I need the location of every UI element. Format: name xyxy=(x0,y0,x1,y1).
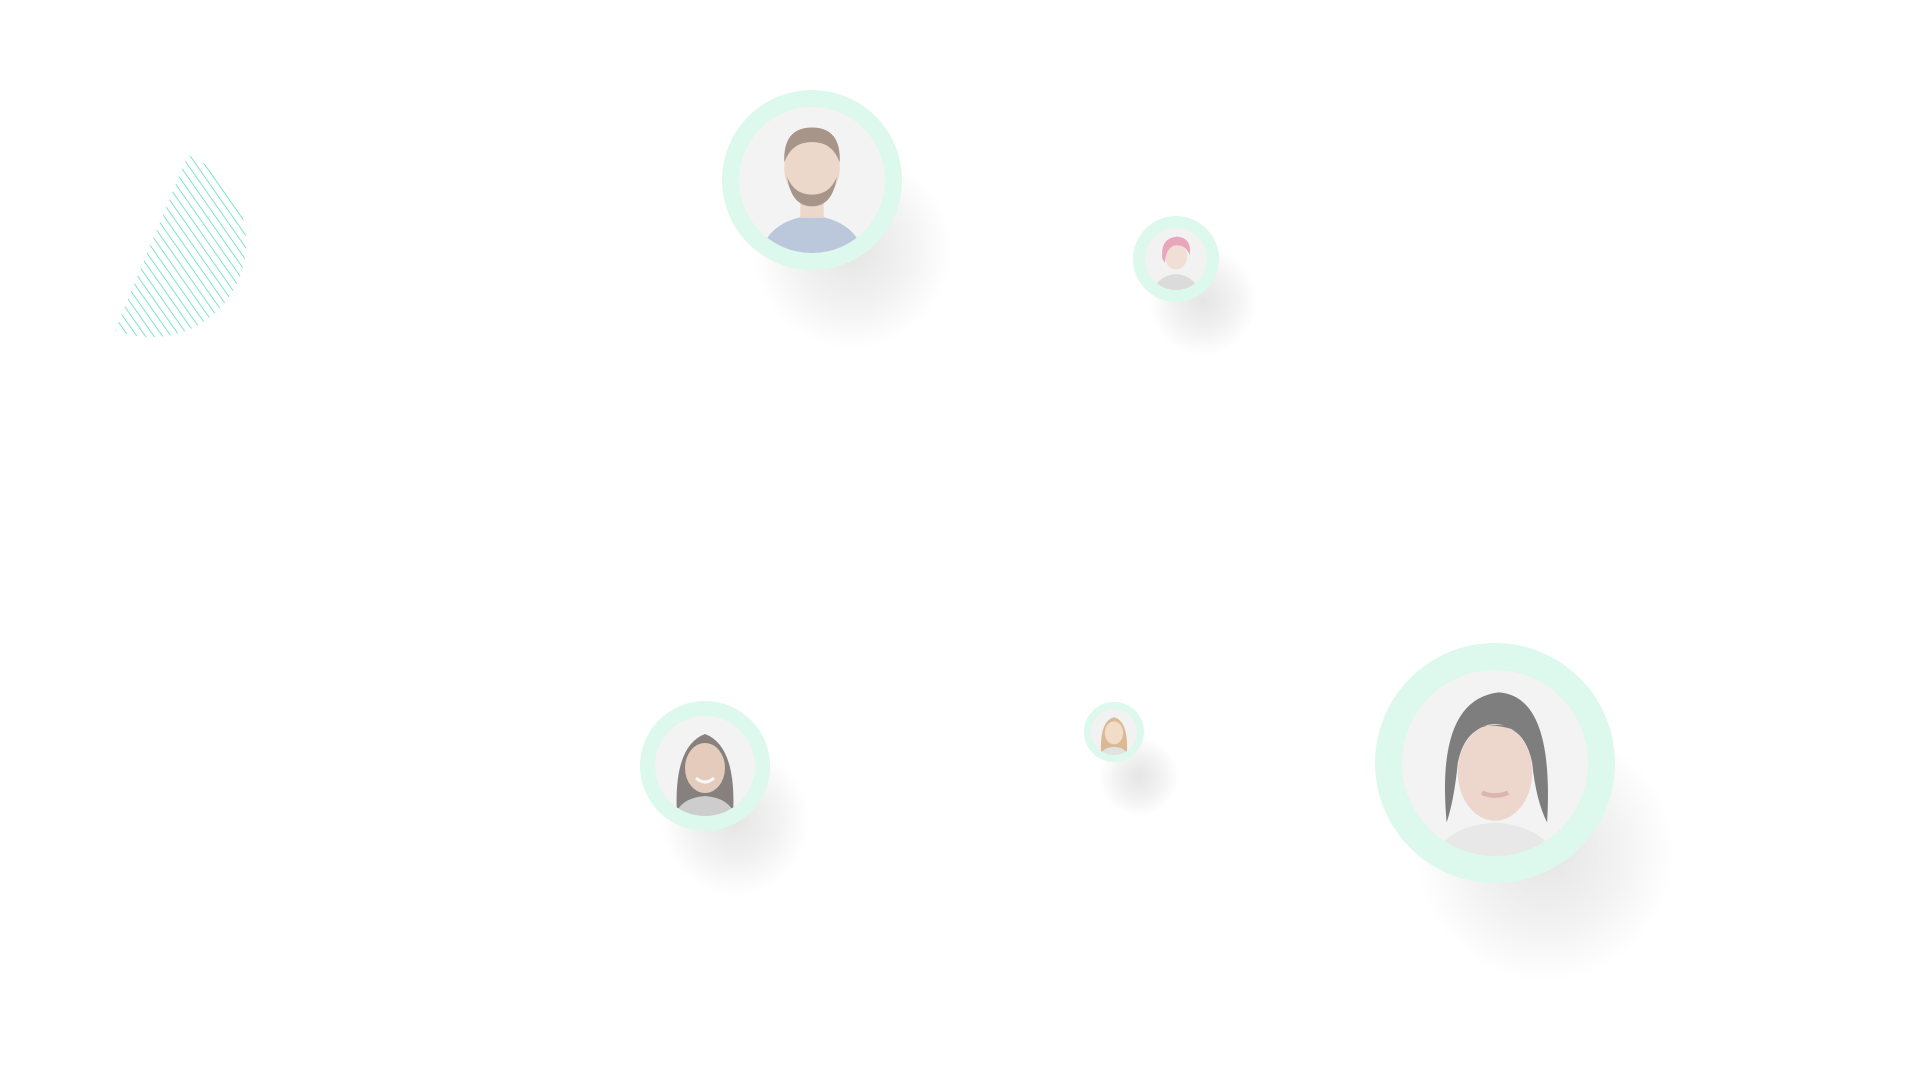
person-photo-icon xyxy=(1402,670,1588,856)
hatched-half-circle-icon xyxy=(115,155,247,337)
person-photo-icon xyxy=(1091,709,1137,755)
avatar-bubble[interactable] xyxy=(722,90,952,350)
person-photo-icon xyxy=(739,107,885,253)
avatar-bubble[interactable] xyxy=(1084,702,1179,817)
avatar-bubble[interactable] xyxy=(1133,216,1258,356)
avatar-bubble[interactable] xyxy=(1375,643,1675,983)
person-photo-icon xyxy=(1145,228,1207,290)
avatar-bubble[interactable] xyxy=(640,701,810,896)
person-photo-icon xyxy=(655,716,755,816)
